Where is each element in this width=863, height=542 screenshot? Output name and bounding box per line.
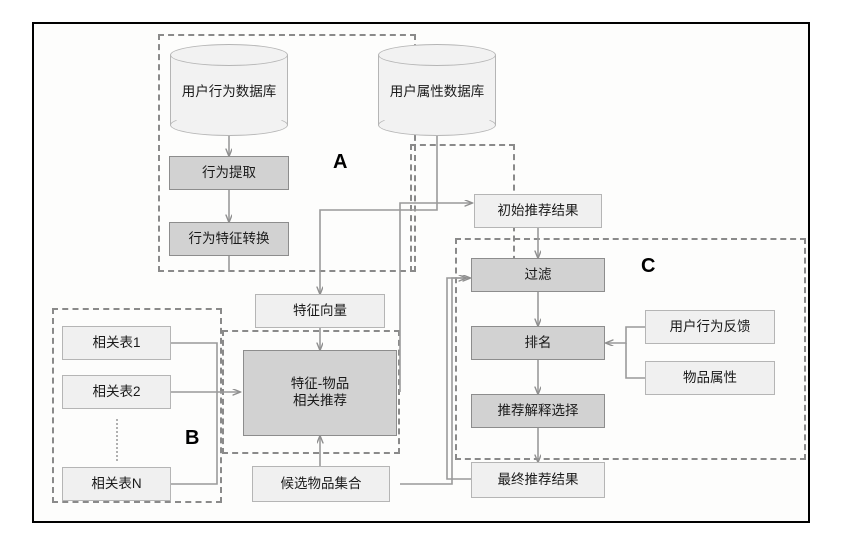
db-user-attribute[interactable]: 用户属性数据库	[378, 44, 496, 136]
node-user-behavior-feedback[interactable]: 用户行为反馈	[645, 310, 775, 344]
node-label-line-1: 特征-物品	[290, 376, 350, 392]
node-ranking[interactable]: 排名	[471, 326, 605, 360]
db-user-attribute-label: 用户属性数据库	[389, 84, 485, 99]
group-label-c: C	[641, 255, 656, 277]
group-label-a: A	[333, 151, 348, 173]
node-feature-vector[interactable]: 特征向量	[255, 294, 385, 328]
cylinder-bottom	[378, 114, 496, 136]
cylinder-top	[170, 44, 288, 66]
node-final-recommend-result[interactable]: 最终推荐结果	[471, 462, 605, 498]
group-label-b: B	[185, 427, 200, 449]
group-box-attribute-branch-left	[410, 144, 412, 272]
node-behavior-feature-transform[interactable]: 行为特征转换	[169, 222, 289, 256]
node-filter[interactable]: 过滤	[471, 258, 605, 292]
node-relation-table-1[interactable]: 相关表1	[62, 326, 171, 360]
db-user-behavior[interactable]: 用户行为数据库	[170, 44, 288, 136]
node-label-line-2: 相关推荐	[293, 393, 347, 408]
node-relation-table-2[interactable]: 相关表2	[62, 375, 171, 409]
ellipsis-dots	[116, 419, 118, 461]
node-recommend-explain-select[interactable]: 推荐解释选择	[471, 394, 605, 428]
node-feature-item-recommend[interactable]: 特征-物品 相关推荐	[243, 350, 397, 436]
node-item-attribute[interactable]: 物品属性	[645, 361, 775, 395]
node-relation-table-n[interactable]: 相关表N	[62, 467, 171, 501]
node-candidate-item-set[interactable]: 候选物品集合	[252, 466, 390, 502]
cylinder-bottom	[170, 114, 288, 136]
node-initial-recommend-result[interactable]: 初始推荐结果	[474, 194, 602, 228]
cylinder-top	[378, 44, 496, 66]
node-behavior-extraction[interactable]: 行为提取	[169, 156, 289, 190]
group-box-b	[52, 308, 222, 503]
db-user-behavior-label: 用户行为数据库	[181, 84, 277, 99]
